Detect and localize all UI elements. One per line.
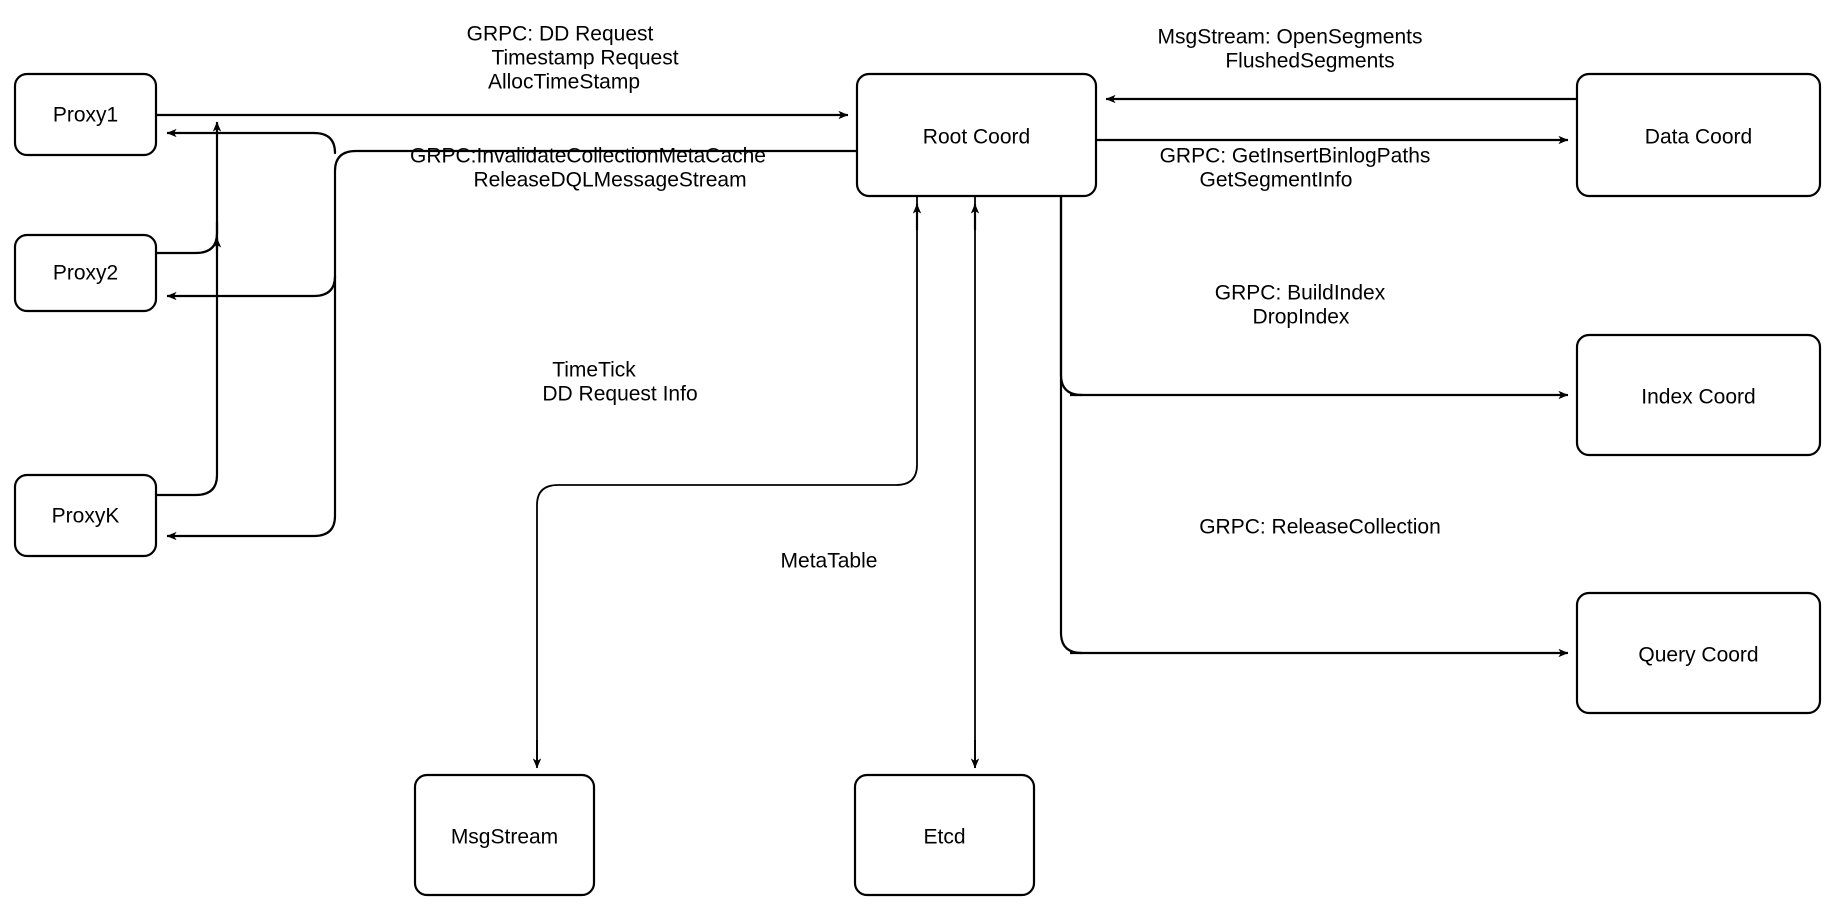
edge-label-proxy-to-root-line1: GRPC: DD Request xyxy=(467,23,654,46)
edge-rootcoord-to-msgstream xyxy=(536,196,918,766)
edge-label-proxy-to-root: GRPC: DD Request Timestamp Request Alloc… xyxy=(467,23,679,94)
edge-label-proxy-to-root-line2: Timestamp Request xyxy=(491,47,678,70)
edge-rootcoord-to-rightbus xyxy=(1059,196,1083,397)
edge-label-root-to-querycoord: GRPC: ReleaseCollection xyxy=(1199,516,1441,539)
node-rootcoord-box xyxy=(855,72,1098,198)
node-msgstream-box xyxy=(413,773,596,897)
edge-label-root-to-datacoord-line2: GetSegmentInfo xyxy=(1200,169,1353,192)
node-etcd-label: Etcd xyxy=(923,826,965,849)
edge-label-root-to-proxy: GRPC:InvalidateCollectionMetaCache Relea… xyxy=(410,145,766,192)
node-proxy2-label: Proxy2 xyxy=(53,262,118,285)
node-rootcoord[interactable]: Root Coord xyxy=(855,72,1098,198)
edge-label-root-to-querycoord-line1: GRPC: ReleaseCollection xyxy=(1199,516,1441,539)
node-datacoord-box xyxy=(1575,72,1822,198)
node-rootcoord-label: Root Coord xyxy=(923,126,1030,149)
node-proxyk-box xyxy=(13,473,158,558)
edge-label-root-to-indexcoord-line1: GRPC: BuildIndex xyxy=(1215,282,1386,305)
edge-rootcoord-to-proxybus xyxy=(313,149,857,538)
node-msgstream[interactable]: MsgStream xyxy=(413,773,596,897)
edge-label-datacoord-to-root-line2: FlushedSegments xyxy=(1225,50,1394,73)
edge-bus-to-proxy2 xyxy=(166,275,337,301)
edge-label-root-to-indexcoord: GRPC: BuildIndex DropIndex xyxy=(1215,282,1386,329)
edge-bus-to-proxy1 xyxy=(166,128,337,155)
edge-label-root-to-msgstream-line1: TimeTick xyxy=(552,359,636,382)
node-proxy2-box xyxy=(13,233,158,313)
edge-label-root-to-etcd: MetaTable xyxy=(781,550,878,573)
node-indexcoord-box xyxy=(1575,333,1822,457)
edge-label-root-to-proxy-line2: ReleaseDQLMessageStream xyxy=(473,169,746,192)
edge-label-root-to-indexcoord-line2: DropIndex xyxy=(1253,306,1350,329)
edge-proxy2-to-riser xyxy=(156,222,219,255)
node-etcd-box xyxy=(853,773,1036,897)
node-datacoord-label: Data Coord xyxy=(1645,126,1752,149)
node-proxy1[interactable]: Proxy1 xyxy=(13,72,158,157)
node-etcd[interactable]: Etcd xyxy=(853,773,1036,897)
node-datacoord[interactable]: Data Coord xyxy=(1575,72,1822,198)
node-proxyk[interactable]: ProxyK xyxy=(13,473,158,558)
node-indexcoord[interactable]: Index Coord xyxy=(1575,333,1822,457)
node-proxyk-label: ProxyK xyxy=(52,505,120,528)
edge-label-root-to-msgstream: TimeTick DD Request Info xyxy=(542,359,697,406)
node-querycoord[interactable]: Query Coord xyxy=(1575,591,1822,715)
edge-label-root-to-etcd-line1: MetaTable xyxy=(781,550,878,573)
edge-label-root-to-proxy-line1: GRPC:InvalidateCollectionMetaCache xyxy=(410,145,766,168)
edge-label-proxy-to-root-line3: AllocTimeStamp xyxy=(488,71,640,94)
node-indexcoord-label: Index Coord xyxy=(1641,386,1755,409)
edge-proxyk-to-riser xyxy=(156,230,219,497)
node-proxy2[interactable]: Proxy2 xyxy=(13,233,158,313)
edge-label-datacoord-to-root-line1: MsgStream: OpenSegments xyxy=(1158,26,1423,49)
edge-rightbus-trunk-down xyxy=(1059,196,1083,655)
node-querycoord-box xyxy=(1575,591,1822,715)
edge-label-root-to-datacoord-line1: GRPC: GetInsertBinlogPaths xyxy=(1160,145,1431,168)
edge-label-root-to-msgstream-line2: DD Request Info xyxy=(542,383,697,406)
node-msgstream-label: MsgStream xyxy=(451,826,558,849)
node-proxy1-label: Proxy1 xyxy=(53,104,118,127)
edge-label-root-to-datacoord: GRPC: GetInsertBinlogPaths GetSegmentInf… xyxy=(1160,145,1431,192)
node-proxy1-box xyxy=(13,72,158,157)
node-querycoord-label: Query Coord xyxy=(1638,644,1758,667)
edge-label-datacoord-to-root: MsgStream: OpenSegments FlushedSegments xyxy=(1158,26,1423,73)
